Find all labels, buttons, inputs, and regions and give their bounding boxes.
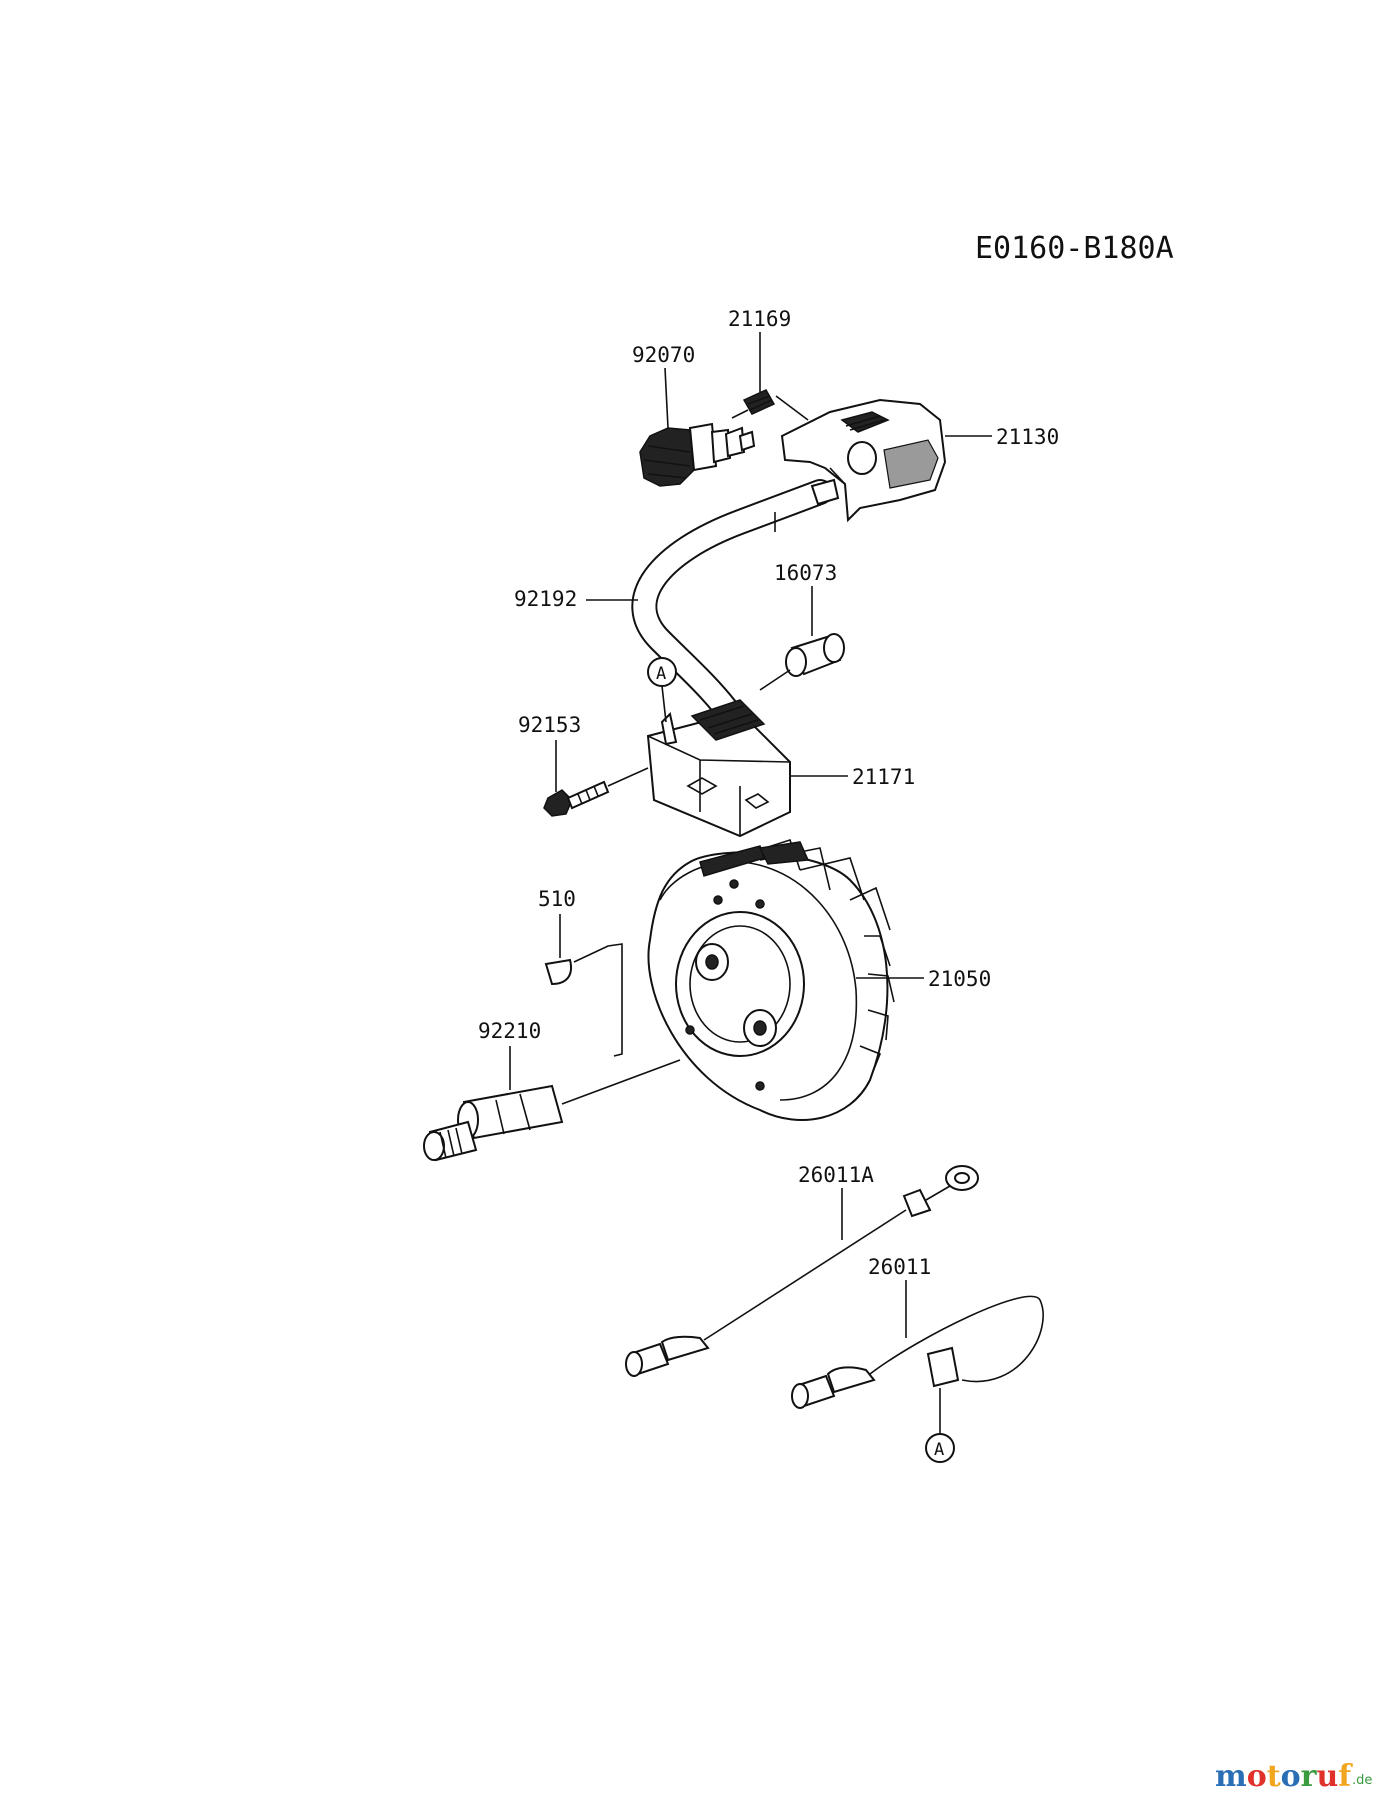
coil-bolt-part[interactable] — [543, 767, 649, 817]
label-16073: 16073 — [774, 561, 837, 585]
motoruf-watermark-logo: motoruf .de — [1215, 1759, 1372, 1794]
label-21171: 21171 — [852, 765, 915, 789]
watermark-letter: f — [1338, 1759, 1353, 1794]
plug-cap-part[interactable] — [780, 398, 992, 523]
label-26011: 26011 — [868, 1255, 931, 1279]
spark-plug-part[interactable] — [639, 422, 756, 487]
ref-a-top: A — [656, 664, 666, 684]
diagram-code: E0160-B180A — [975, 231, 1174, 266]
watermark-letter: o — [1281, 1759, 1301, 1794]
watermark-letter: u — [1316, 1759, 1338, 1794]
label-92210: 92210 — [478, 1019, 541, 1043]
label-92192: 92192 — [514, 587, 577, 611]
label-92153: 92153 — [518, 713, 581, 737]
watermark-letter: t — [1267, 1759, 1281, 1794]
watermark-brand: motoruf — [1215, 1759, 1353, 1794]
label-510: 510 — [538, 887, 576, 911]
ground-wire-part[interactable] — [791, 1295, 1044, 1409]
ref-circle-a-bottom — [925, 1433, 955, 1463]
watermark-letter: m — [1215, 1759, 1247, 1794]
ref-a-bottom: A — [934, 1440, 944, 1460]
flywheel-part[interactable] — [647, 838, 924, 1121]
label-92070: 92070 — [632, 343, 695, 367]
stud-part[interactable] — [423, 1059, 681, 1162]
spacer-part[interactable] — [759, 633, 845, 691]
label-26011A: 26011A — [798, 1163, 874, 1187]
watermark-letter: o — [1247, 1759, 1267, 1794]
leader-92070 — [664, 367, 669, 429]
label-21050: 21050 — [928, 967, 991, 991]
ground-wire-a-part[interactable] — [625, 1165, 979, 1377]
label-21169: 21169 — [728, 307, 791, 331]
label-21130: 21130 — [996, 425, 1059, 449]
watermark-letter: r — [1301, 1759, 1318, 1794]
woodruff-key-part[interactable] — [544, 943, 623, 1057]
watermark-suffix: .de — [1352, 1773, 1372, 1788]
ignition-coil-part[interactable] — [646, 699, 848, 838]
spring-terminal-part[interactable] — [731, 389, 776, 419]
